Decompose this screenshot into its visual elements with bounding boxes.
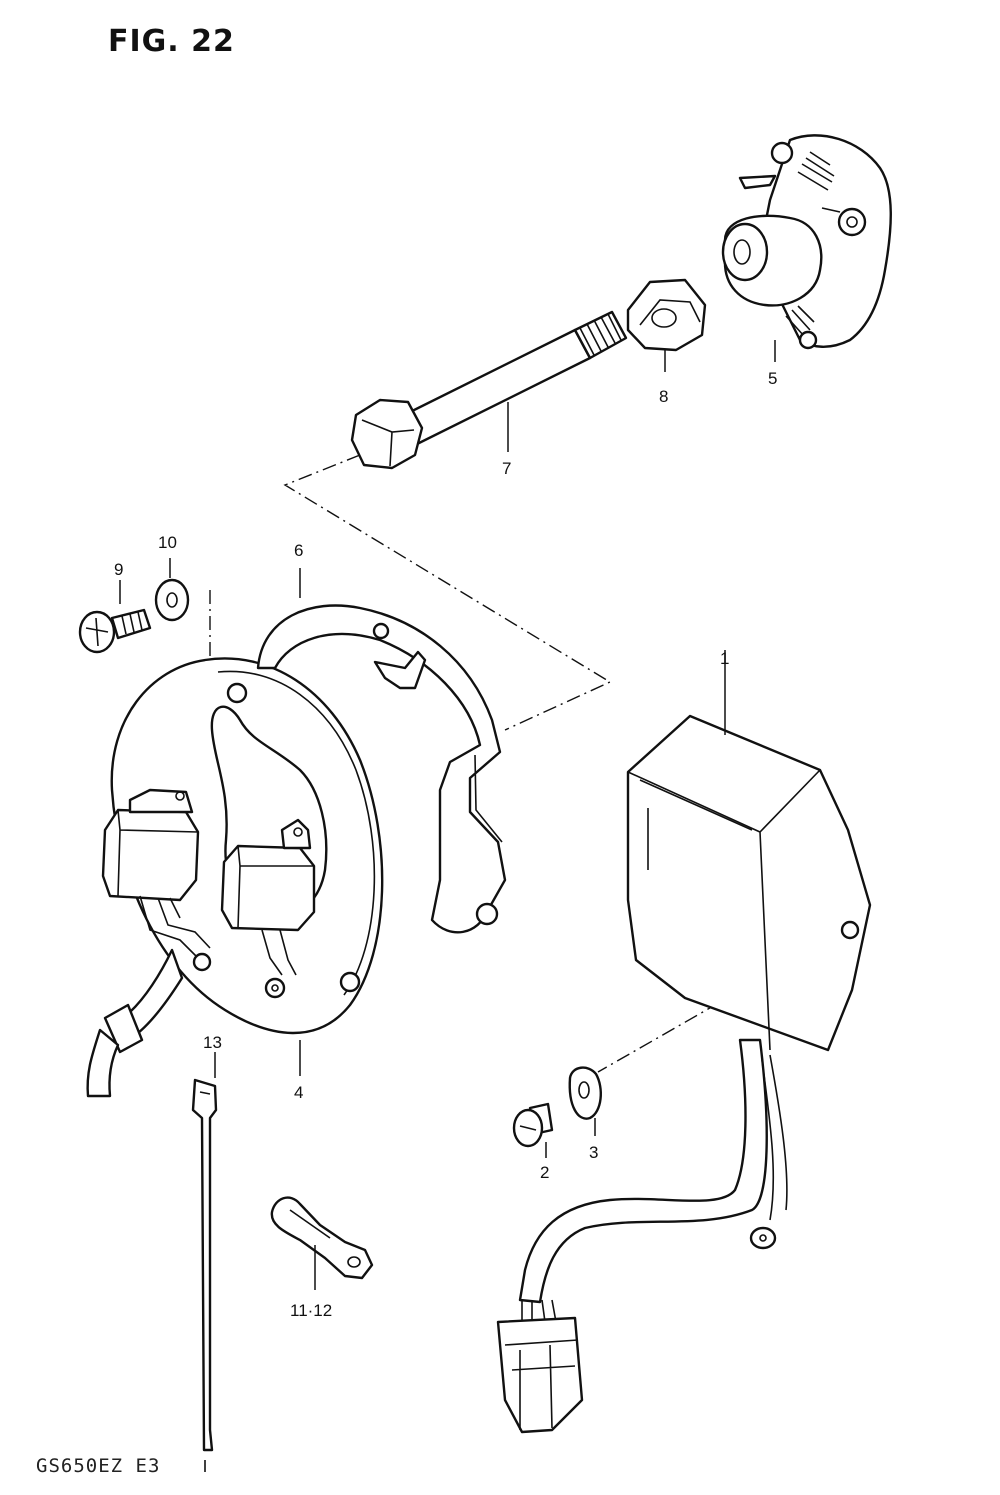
callout-8: 8 [659,387,668,406]
model-code: GS650EZ E3 [36,1455,161,1477]
callout-3: 3 [589,1143,598,1162]
pickup-base-plate-part-4 [86,657,384,1098]
callout-2: 2 [540,1163,549,1182]
callout-9: 9 [114,560,123,579]
washer-part-10 [154,578,190,622]
clamp-tie-part-13 [191,1078,218,1472]
nut-part-8 [626,278,707,352]
screw-part-2 [512,1102,554,1148]
figure-title: FIG. 22 [108,24,235,59]
signal-generator-part-5 [721,134,892,350]
bolt-part-7 [350,310,628,470]
callout-10: 10 [158,533,177,552]
washer-part-3 [568,1066,602,1120]
callout-6: 6 [294,541,303,560]
callout-5: 5 [768,369,777,388]
bracket-part-6 [256,604,507,934]
callout-4: 4 [294,1083,303,1102]
screw-part-9 [78,608,152,654]
callout-1: 1 [720,649,729,668]
callout-13: 13 [203,1033,222,1052]
assembly-line-ignitor [597,924,856,1073]
assembly-line-bolt [283,454,612,731]
ignitor-unit-part-1 [496,714,872,1434]
callout-11-12: 11·12 [290,1301,332,1320]
clamp-part-11-12 [270,1196,374,1280]
callout-7: 7 [502,459,511,478]
